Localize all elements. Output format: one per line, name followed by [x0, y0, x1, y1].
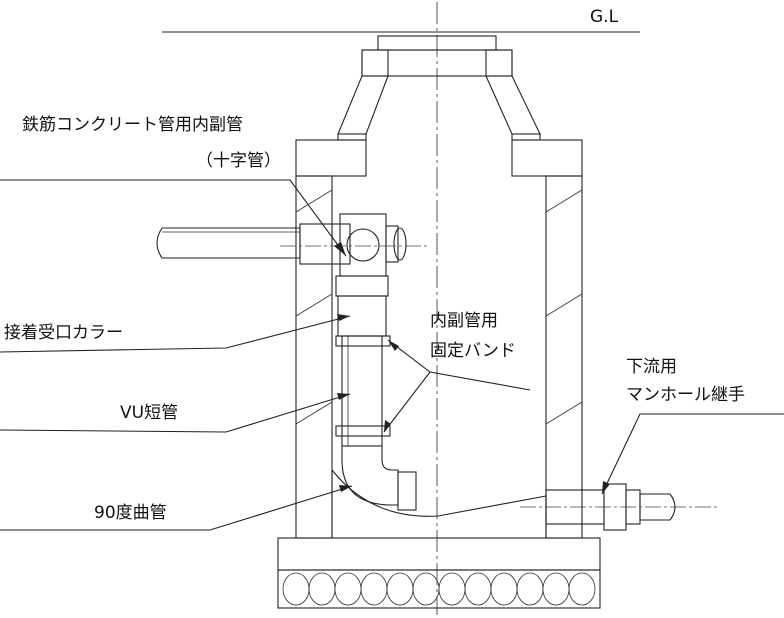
outlet-pipe — [520, 483, 720, 531]
manhole-cone — [337, 75, 541, 141]
top-slab — [295, 139, 583, 177]
leader-lines — [0, 179, 784, 531]
invert-bench — [331, 468, 547, 539]
gravel-foundation — [277, 569, 601, 609]
elbow-90 — [341, 445, 417, 511]
fixing-band-lower — [335, 425, 391, 437]
band-label-line2: 固定バンド — [430, 341, 516, 361]
ground-line: G.L — [162, 7, 640, 33]
base-slab — [277, 537, 601, 571]
ground-level-label: G.L — [590, 7, 619, 27]
vu-short-pipe — [341, 335, 383, 447]
band-label-line1: 内副管用 — [430, 311, 498, 331]
joint-label-line1: 下流用 — [626, 357, 677, 377]
cross-pipe-label-line1: 鉄筋コンクリート管用内副管 — [22, 115, 243, 135]
cross-pipe-label-line2: （十字管） — [196, 151, 281, 171]
elbow-label: 90度曲管 — [94, 503, 167, 523]
joint-label-line2: マンホール継手 — [626, 385, 745, 405]
right-wall — [545, 175, 583, 539]
cross-pipe — [280, 213, 430, 297]
collar-label: 接着受口カラー — [4, 323, 123, 343]
inlet-pipe — [156, 227, 301, 259]
vu-pipe-label: VU短管 — [120, 403, 178, 423]
manhole-cover-ring — [361, 35, 513, 77]
